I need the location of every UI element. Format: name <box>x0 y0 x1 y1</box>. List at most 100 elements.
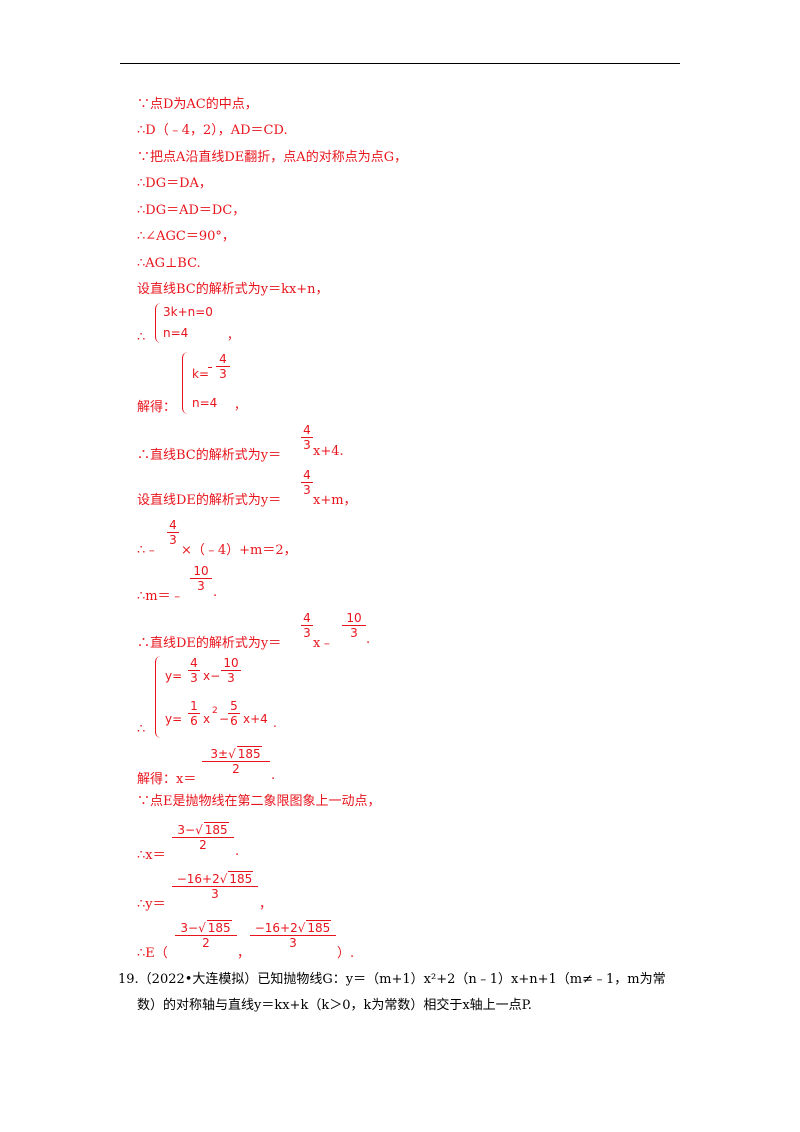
system-1-eq1: 3k+n=0 <box>163 305 213 319</box>
fraction-numerator: 10 <box>346 611 362 625</box>
fraction: −16+2√185 3 <box>250 920 336 950</box>
line-3: ∵把点A沿直线DE翻折，点A的对称点为点G， <box>137 150 408 165</box>
fraction-bar <box>301 482 313 483</box>
system-brace <box>182 352 189 414</box>
fraction: 5 6 <box>228 699 240 728</box>
fraction-numerator: 10 <box>193 564 209 578</box>
radicand: 185 <box>203 822 229 837</box>
radicand: 185 <box>306 920 332 935</box>
numerator-text: 3− <box>177 823 196 837</box>
fraction-bar <box>202 761 270 762</box>
fraction-bar <box>172 886 258 887</box>
fraction-denominator: 3 <box>197 579 205 593</box>
fraction: −16+2√185 3 <box>172 871 258 901</box>
fraction-numerator: 4 <box>303 611 311 625</box>
system-brace <box>155 656 162 738</box>
line-4: ∴DG＝DA， <box>137 176 212 191</box>
fraction-denominator: 3 <box>303 626 311 640</box>
line-2: ∴D（﹣4，2），AD＝CD. <box>137 123 288 138</box>
line-9-suffix: ， <box>227 328 240 342</box>
fraction-bar <box>228 713 240 714</box>
eq2-x: x <box>203 712 211 726</box>
line-17-prefix: 解得：x＝ <box>137 772 197 787</box>
line-20-suffix: ， <box>259 897 273 912</box>
line-13-suffix: ×（﹣4）+m＝2， <box>181 543 297 558</box>
fraction-bar <box>216 366 230 367</box>
numerator-text: −16+2 <box>176 872 220 886</box>
line-6: ∴∠AGC＝90°， <box>137 229 235 244</box>
fraction-bar <box>175 935 237 936</box>
line-16-prefix: ∴ <box>137 722 146 737</box>
fraction-denominator: 3 <box>227 671 235 685</box>
line-19-suffix: . <box>235 844 240 859</box>
fraction: 10 3 <box>342 611 366 640</box>
system-1-eq2: n=4 <box>163 326 189 340</box>
fraction-numerator: 10 <box>223 656 239 670</box>
fraction-bar <box>342 625 366 626</box>
fraction-denominator: 3 <box>219 367 227 381</box>
equation-system-1: 3k+n=0 n=4 ， <box>155 303 239 343</box>
fraction-denominator: 3 <box>289 936 297 950</box>
line-12-prefix: 设直线DE的解析式为y＝ <box>137 493 282 508</box>
fraction-numerator: 4 <box>219 352 227 366</box>
fraction-denominator: 6 <box>190 714 198 728</box>
eq2-tail: x+4 <box>243 712 268 726</box>
line-10-prefix: 解得： <box>137 400 177 415</box>
sqrt-icon: √ <box>198 921 206 935</box>
radicand: 185 <box>206 920 232 935</box>
fraction: 3±√185 2 <box>202 746 270 776</box>
system-brace <box>155 303 162 343</box>
fraction: 3−√185 2 <box>175 920 237 950</box>
fraction: 4 3 <box>301 468 313 497</box>
line-15-suffix: . <box>366 632 371 647</box>
line-7: ∴AG⊥BC. <box>137 256 201 271</box>
line-9-prefix: ∴ <box>137 330 146 345</box>
eq2-exponent: 2 <box>212 706 218 716</box>
fraction-numerator: 3−√185 <box>172 822 234 837</box>
line-14-suffix: . <box>213 585 218 600</box>
line-16-suffix: . <box>273 716 277 730</box>
line-21-comma: ， <box>237 946 251 961</box>
fraction-numerator: 5 <box>230 699 238 713</box>
fraction-denominator: 2 <box>232 762 240 776</box>
fraction-numerator: 3±√185 <box>202 746 270 761</box>
fraction-numerator: 4 <box>190 656 198 670</box>
fraction-denominator: 3 <box>303 438 311 452</box>
sqrt-icon: √ <box>228 747 236 761</box>
eq1-mid: x− <box>203 669 221 683</box>
line-15-prefix: ∴直线DE的解析式为y＝ <box>137 636 282 651</box>
fraction-denominator: 3 <box>211 887 219 901</box>
fraction-numerator: 3−√185 <box>175 920 237 935</box>
fraction-bar <box>301 437 313 438</box>
eq2-lhs: y= <box>165 712 183 726</box>
sqrt-icon: √ <box>219 872 228 886</box>
fraction: 4 3 <box>188 656 200 685</box>
numerator-text: −16+2 <box>254 921 298 935</box>
fraction-bar <box>188 670 200 671</box>
fraction-denominator: 3 <box>169 533 177 547</box>
fraction-denominator: 2 <box>202 936 210 950</box>
line-12-suffix: x+m， <box>313 493 357 508</box>
eq1-lhs: y= <box>165 669 183 683</box>
line-20-prefix: ∴y＝ <box>137 897 166 912</box>
fraction-bar <box>190 578 212 579</box>
eq2-minus: − <box>219 712 230 726</box>
line-14-prefix: ∴m＝﹣ <box>137 589 184 604</box>
line-11-prefix: ∴直线BC的解析式为y＝ <box>137 448 282 463</box>
line-21-suffix: ）. <box>337 946 355 961</box>
fraction: 3−√185 2 <box>172 822 234 852</box>
fraction-denominator: 3 <box>303 483 311 497</box>
line-18: ∵点E是抛物线在第二象限图象上一动点， <box>137 794 381 809</box>
fraction-denominator: 3 <box>350 626 358 640</box>
fraction-numerator: 4 <box>303 468 311 482</box>
fraction-denominator: 6 <box>230 714 238 728</box>
line-21-prefix: ∴E（ <box>137 946 168 961</box>
fraction-numerator: 1 <box>190 699 198 713</box>
question-19-line-2: 数）的对称轴与直线y＝kx+k（k＞0，k为常数）相交于x轴上一点P. <box>137 998 532 1013</box>
numerator-text: 3− <box>180 921 199 935</box>
fraction-numerator: −16+2√185 <box>172 871 258 886</box>
fraction-numerator: 4 <box>303 423 311 437</box>
radicand: 185 <box>228 871 254 886</box>
minus-sign <box>208 367 212 368</box>
fraction-bar <box>221 670 241 671</box>
